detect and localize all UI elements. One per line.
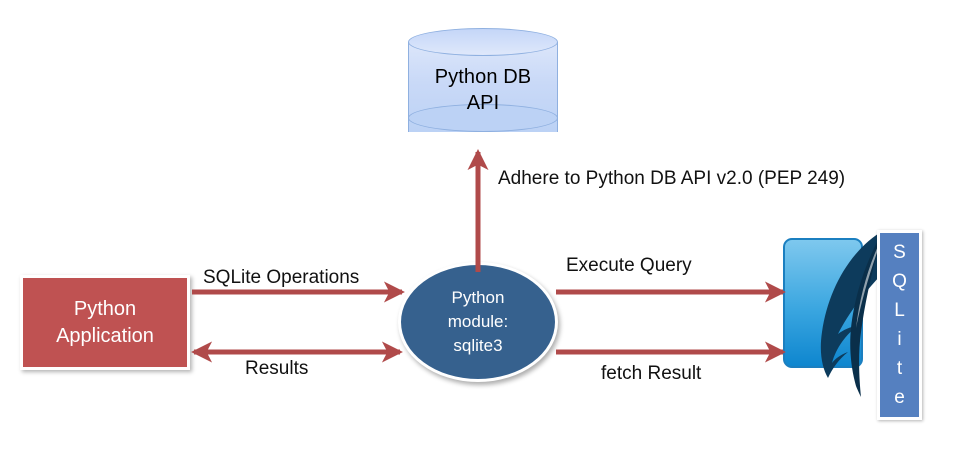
cylinder-bottom-ellipse: [408, 104, 558, 132]
sqlite-feather-icon: [820, 230, 884, 397]
python-db-api-cylinder: Python DB API: [408, 28, 558, 146]
edge-fetch-result-label: fetch Result: [601, 363, 702, 384]
sqlite-logo: S Q L i t e: [780, 228, 940, 423]
edge-execute-query-label: Execute Query: [566, 255, 692, 276]
sqlite-letter-i: i: [897, 329, 902, 350]
python-application-box: Python Application: [20, 275, 190, 370]
python-app-line-1: Python: [73, 297, 137, 320]
sqlite-letter-q: Q: [892, 271, 907, 292]
sqlite-letter-l: L: [894, 300, 905, 321]
db-api-line-2: API: [466, 92, 500, 114]
python-db-api-label: Python DB API: [408, 64, 558, 116]
sqlite-wordmark-bar: S Q L i t e: [877, 230, 922, 420]
python-application-label: Python Application: [56, 296, 154, 350]
edge-adhere-label: Adhere to Python DB API v2.0 (PEP 249): [498, 168, 846, 189]
edge-sqlite-operations-label: SQLite Operations: [203, 267, 360, 288]
python-module-ellipse: Python module: sqlite3: [398, 262, 558, 382]
python-module-label: Python module: sqlite3: [448, 286, 508, 358]
sqlite-letter-s: S: [893, 242, 906, 263]
sqlite-letter-e: e: [894, 387, 905, 408]
py-module-line-3: sqlite3: [453, 336, 503, 355]
cylinder-top-ellipse: [408, 28, 558, 56]
sqlite-letter-t: t: [896, 358, 903, 379]
python-app-line-2: Application: [56, 324, 154, 347]
db-api-line-1: Python DB: [434, 66, 532, 88]
py-module-line-1: Python: [451, 288, 505, 307]
py-module-line-2: module:: [447, 312, 509, 331]
edge-results-label: Results: [245, 358, 309, 379]
